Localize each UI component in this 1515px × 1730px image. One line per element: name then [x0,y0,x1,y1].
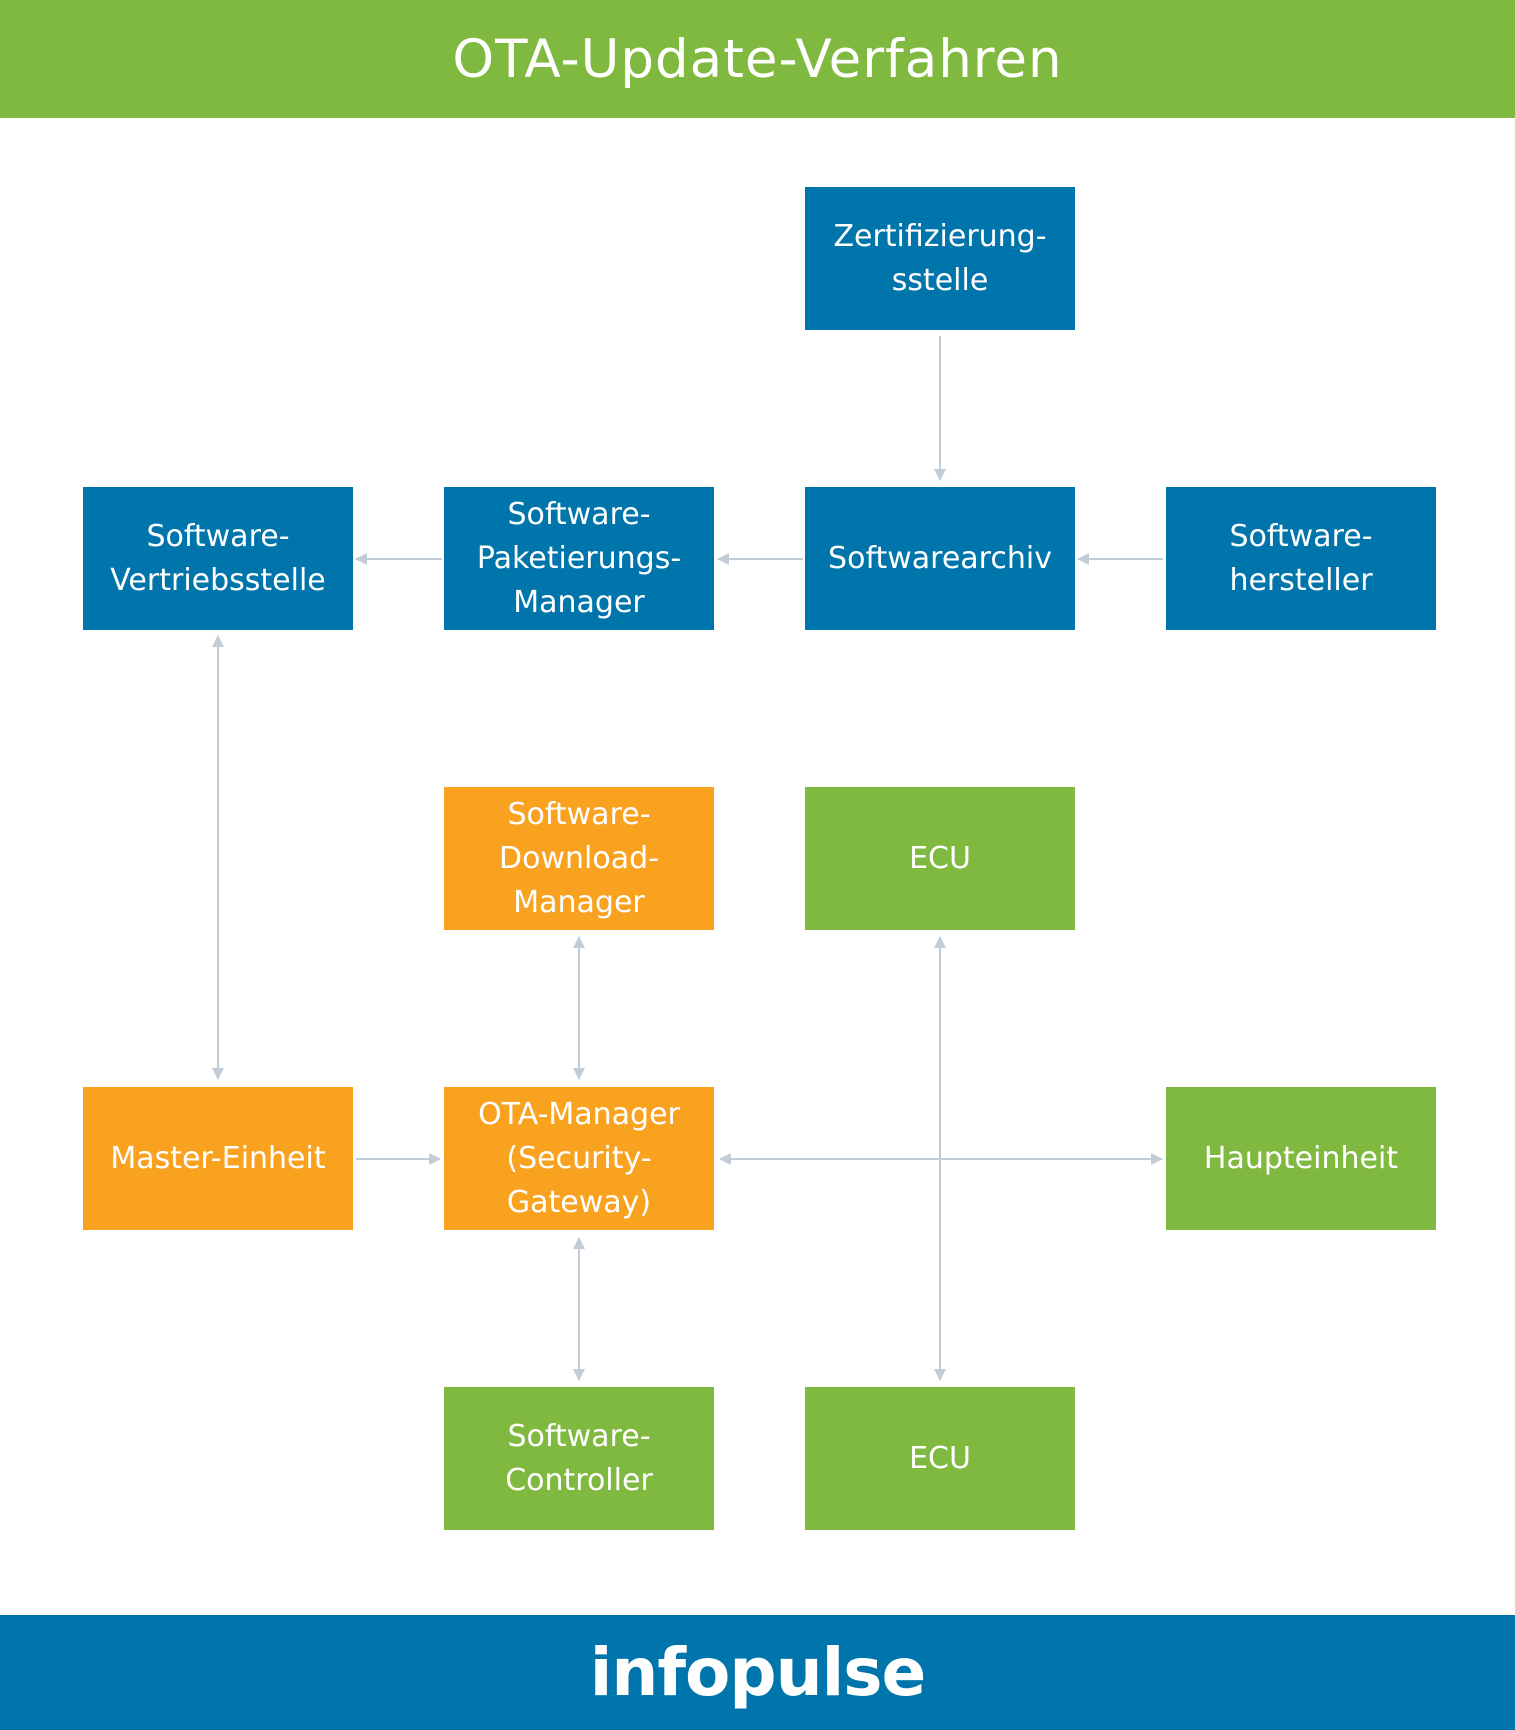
node-software-download-manager: Software- Download- Manager [444,787,714,930]
node-master-unit: Master-Einheit [83,1087,353,1230]
node-software-packaging-manager: Software- Paketierungs- Manager [444,487,714,630]
node-ecu-bottom: ECU [805,1387,1075,1530]
node-label: OTA-Manager (Security- Gateway) [478,1096,680,1220]
node-label: ECU [909,840,971,876]
node-label: Software- hersteller [1229,518,1373,598]
node-main-unit: Haupteinheit [1166,1087,1436,1230]
node-certification-authority: Zertifizierung- sstelle [805,187,1075,330]
node-software-distribution-point: Software- Vertriebsstelle [83,487,353,630]
node-software-manufacturer: Software- hersteller [1166,487,1436,630]
footer-bar: infopulse [0,1615,1515,1730]
node-label: ECU [909,1440,971,1476]
node-label: Master-Einheit [110,1140,326,1176]
node-label: Software- Vertriebsstelle [110,518,326,598]
node-ota-manager: OTA-Manager (Security- Gateway) [444,1087,714,1230]
node-label: Haupteinheit [1203,1140,1399,1176]
node-software-controller: Software- Controller [444,1387,714,1530]
node-label: Software- Controller [505,1418,653,1498]
node-label: Zertifizierung- sstelle [833,218,1047,298]
node-software-archive: Softwarearchiv [805,487,1075,630]
node-label: Softwarearchiv [828,540,1052,576]
header-bar: OTA-Update-Verfahren [0,0,1515,118]
node-label: Software- Download- Manager [499,796,659,920]
node-ecu-top: ECU [805,787,1075,930]
node-label: Software- Paketierungs- Manager [476,496,682,620]
brand-logo: infopulse [589,1634,927,1711]
page-title: OTA-Update-Verfahren [452,28,1063,90]
